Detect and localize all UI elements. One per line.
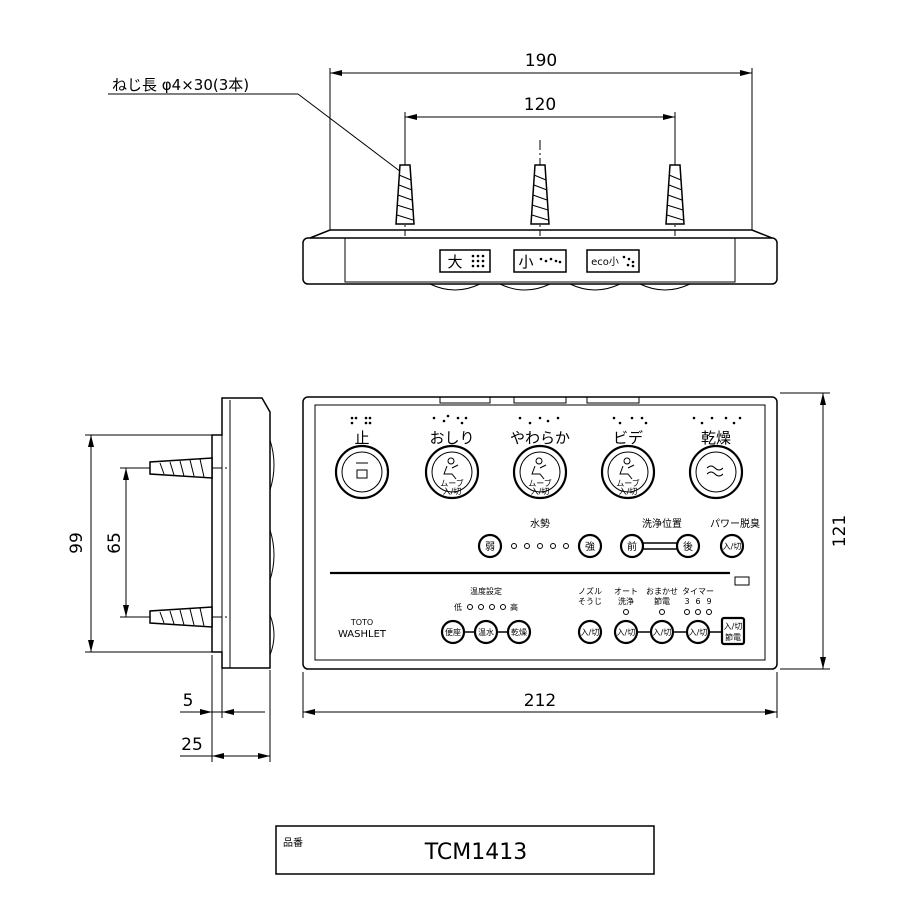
person-seated-icon (531, 457, 547, 480)
brand-product: WASHLET (338, 629, 387, 640)
svg-text:便座: 便座 (445, 627, 461, 637)
dim-side-depth-front: 5 (183, 691, 194, 711)
svg-text:入/切: 入/切 (653, 628, 672, 637)
omakase-power-save-button[interactable]: 入/切 (649, 619, 675, 645)
part-number-box: 品番 TCM1413 (275, 825, 655, 875)
person-seated-icon (443, 457, 459, 480)
label-bidet: ビデ (613, 429, 643, 447)
person-seated-icon (619, 457, 635, 480)
timer-button[interactable]: 入/切 (685, 619, 711, 645)
svg-text:タイマー: タイマー (682, 587, 714, 596)
svg-text:ムーブ: ムーブ (528, 478, 552, 488)
svg-text:入/切: 入/切 (689, 628, 708, 637)
svg-text:オート: オート (614, 587, 638, 596)
top-body-face (344, 237, 736, 283)
svg-text:おまかせ: おまかせ (646, 587, 678, 596)
svg-text:eco小: eco小 (591, 256, 619, 268)
dim-top-spacing: 120 (524, 95, 556, 115)
svg-text:後: 後 (683, 540, 693, 553)
screw-note: ねじ長 φ4×30(3本) (112, 76, 249, 94)
svg-text:6: 6 (695, 597, 700, 606)
label-water-pressure: 水勢 (530, 517, 550, 530)
nozzle-clean-button[interactable]: 入/切 (577, 619, 603, 645)
svg-text:入/切: 入/切 (443, 487, 462, 496)
battery-icon (734, 576, 750, 586)
power-save-onoff-button[interactable]: 入/切 節電 (720, 616, 746, 646)
svg-text:温水: 温水 (478, 627, 494, 637)
side-body (211, 397, 271, 669)
svg-text:前: 前 (627, 540, 637, 553)
screw-anchors-side (140, 457, 230, 628)
auto-wash-button[interactable]: 入/切 (613, 619, 639, 645)
svg-text:入/切: 入/切 (723, 542, 742, 551)
svg-text:強: 強 (585, 540, 595, 553)
front-view: 121 212 止 おしり やわらか ビデ 乾燥 (302, 392, 850, 718)
part-label: 品番 (283, 837, 303, 849)
top-body-back (309, 229, 773, 239)
label-wash-position: 洗浄位置 (642, 517, 682, 530)
svg-text:小: 小 (518, 253, 533, 271)
top-view: 190 120 ねじ長 φ4×30(3本) (108, 51, 778, 291)
front-position-button[interactable]: 前 (619, 533, 645, 559)
svg-text:低: 低 (454, 602, 462, 612)
braille-dots-top (350, 414, 742, 425)
svg-text:高: 高 (510, 602, 518, 612)
dry-temp-button[interactable]: 乾燥 (506, 619, 532, 645)
label-oshiri: おしり (429, 429, 474, 447)
svg-text:入/切: 入/切 (581, 628, 600, 637)
back-position-button[interactable]: 後 (675, 533, 701, 559)
dim-side-height: 99 (67, 532, 87, 554)
brand-maker: TOTO (350, 618, 373, 627)
dim-side-spacing: 65 (105, 532, 125, 554)
power-deodorize-button[interactable]: 入/切 (719, 533, 745, 559)
svg-text:大: 大 (447, 253, 462, 271)
label-temp-setting: 温度設定 (470, 586, 502, 596)
svg-text:入/切: 入/切 (724, 622, 743, 631)
dim-front-height: 121 (830, 515, 850, 547)
stop-button[interactable] (334, 444, 390, 500)
water-temp-button[interactable]: 温水 (473, 619, 499, 645)
screw-anchors-top (395, 140, 685, 236)
label-power-deodorize: パワー脱臭 (710, 517, 760, 530)
svg-text:入/切: 入/切 (531, 487, 550, 496)
water-pressure-level-indicator (511, 543, 569, 549)
svg-text:乾燥: 乾燥 (511, 627, 527, 637)
side-view: 99 65 5 25 (67, 397, 275, 762)
bidet-button[interactable]: ムーブ 入/切 (600, 444, 656, 500)
top-body (302, 237, 778, 285)
seat-temp-button[interactable]: 便座 (440, 619, 466, 645)
svg-text:そうじ: そうじ (578, 597, 602, 606)
svg-text:節電: 節電 (725, 632, 741, 642)
svg-text:洗浄: 洗浄 (618, 596, 634, 606)
svg-text:ムーブ: ムーブ (616, 478, 640, 488)
top-button-large[interactable]: 大 (439, 249, 491, 273)
svg-text:ノズル: ノズル (578, 586, 602, 596)
dim-front-width: 212 (524, 691, 556, 711)
svg-text:入/切: 入/切 (617, 628, 636, 637)
warm-air-icon (706, 465, 724, 477)
label-dry: 乾燥 (701, 429, 731, 447)
yawaraka-button[interactable]: ムーブ 入/切 (512, 444, 568, 500)
svg-text:3: 3 (684, 597, 689, 606)
dry-button[interactable] (688, 444, 744, 500)
label-yawaraka: やわらか (510, 429, 570, 447)
oshiri-button[interactable]: ムーブ 入/切 (424, 444, 480, 500)
svg-text:節電: 節電 (654, 596, 670, 606)
svg-text:弱: 弱 (485, 541, 495, 553)
svg-text:ムーブ: ムーブ (440, 478, 464, 488)
weak-button[interactable]: 弱 (477, 533, 503, 559)
part-number: TCM1413 (424, 840, 527, 865)
svg-text:9: 9 (706, 597, 711, 606)
strong-button[interactable]: 強 (577, 533, 603, 559)
top-button-eco-small[interactable]: eco小 (586, 249, 640, 273)
top-button-small[interactable]: 小 (513, 249, 567, 273)
svg-text:入/切: 入/切 (619, 487, 638, 496)
label-stop: 止 (354, 429, 369, 447)
dim-side-depth-total: 25 (181, 735, 203, 755)
dim-top-width: 190 (525, 51, 557, 71)
